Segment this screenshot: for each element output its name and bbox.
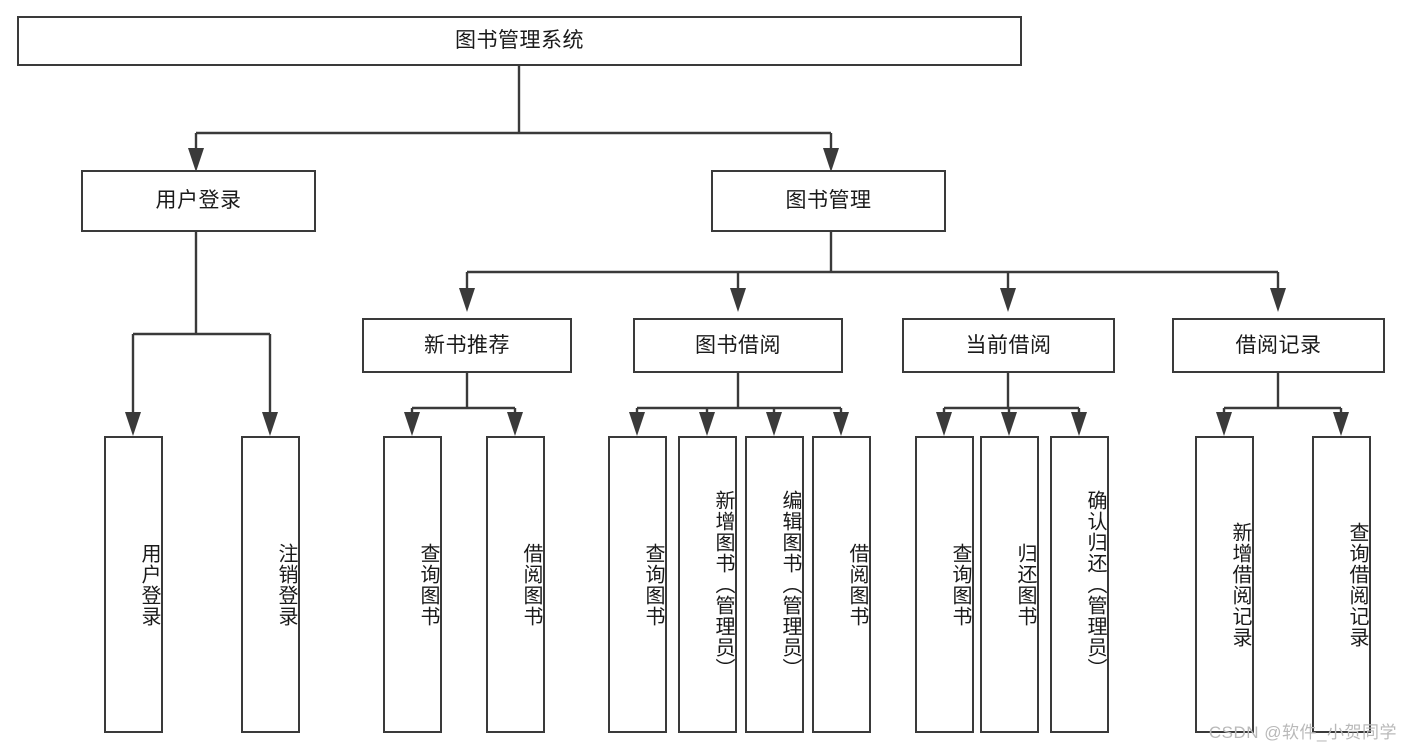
leaf-borrow-book-2[interactable]: 借阅图书 bbox=[812, 436, 871, 733]
leaf-borrow-book-1[interactable]: 借阅图书 bbox=[486, 436, 545, 733]
node-borrow-record[interactable]: 借阅记录 bbox=[1172, 318, 1385, 373]
leaf-add-record[interactable]: 新增借阅记录 bbox=[1195, 436, 1254, 733]
leaf-query-book-3-label: 查询图书 bbox=[949, 542, 971, 627]
leaf-query-book-2-label: 查询图书 bbox=[642, 542, 664, 627]
node-current-borrow-label: 当前借阅 bbox=[965, 333, 1052, 357]
leaf-query-record-label: 查询借阅记录 bbox=[1346, 521, 1368, 648]
node-borrow-record-label: 借阅记录 bbox=[1235, 333, 1322, 357]
leaf-query-book-3[interactable]: 查询图书 bbox=[915, 436, 974, 733]
leaf-query-book-2[interactable]: 查询图书 bbox=[608, 436, 667, 733]
leaf-return-book-label: 归还图书 bbox=[1014, 542, 1036, 627]
leaf-add-book[interactable]: 新增图书（管理员） bbox=[678, 436, 737, 733]
node-new-book-rec[interactable]: 新书推荐 bbox=[362, 318, 572, 373]
leaf-user-login-label: 用户登录 bbox=[138, 542, 160, 627]
leaf-add-book-label: 新增图书（管理员） bbox=[712, 490, 734, 679]
leaf-query-book-1[interactable]: 查询图书 bbox=[383, 436, 442, 733]
leaf-confirm-return[interactable]: 确认归还（管理员） bbox=[1050, 436, 1109, 733]
leaf-borrow-book-1-label: 借阅图书 bbox=[520, 542, 542, 627]
leaf-logout-login[interactable]: 注销登录 bbox=[241, 436, 300, 733]
watermark-text: CSDN @软件_小贺同学 bbox=[1208, 723, 1397, 742]
leaf-edit-book[interactable]: 编辑图书（管理员） bbox=[745, 436, 804, 733]
leaf-logout-login-label: 注销登录 bbox=[275, 542, 297, 627]
leaf-edit-book-label: 编辑图书（管理员） bbox=[779, 490, 801, 679]
node-book-manage[interactable]: 图书管理 bbox=[711, 170, 946, 232]
node-root[interactable]: 图书管理系统 bbox=[17, 16, 1022, 66]
node-user-login[interactable]: 用户登录 bbox=[81, 170, 316, 232]
leaf-query-record[interactable]: 查询借阅记录 bbox=[1312, 436, 1371, 733]
node-book-manage-label: 图书管理 bbox=[785, 189, 872, 213]
leaf-confirm-return-label: 确认归还（管理员） bbox=[1084, 490, 1106, 679]
leaf-add-record-label: 新增借阅记录 bbox=[1229, 521, 1251, 648]
node-new-book-rec-label: 新书推荐 bbox=[424, 333, 510, 357]
node-book-borrow[interactable]: 图书借阅 bbox=[633, 318, 843, 373]
leaf-return-book[interactable]: 归还图书 bbox=[980, 436, 1039, 733]
node-user-login-label: 用户登录 bbox=[155, 189, 242, 213]
leaf-query-book-1-label: 查询图书 bbox=[417, 542, 439, 627]
node-current-borrow[interactable]: 当前借阅 bbox=[902, 318, 1115, 373]
node-book-borrow-label: 图书借阅 bbox=[695, 333, 781, 357]
leaf-borrow-book-2-label: 借阅图书 bbox=[846, 542, 868, 627]
node-root-label: 图书管理系统 bbox=[455, 29, 584, 53]
leaf-user-login[interactable]: 用户登录 bbox=[104, 436, 163, 733]
